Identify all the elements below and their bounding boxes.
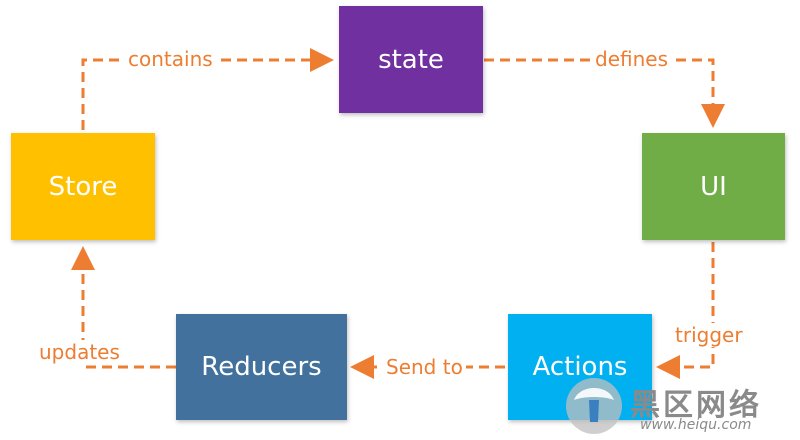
node-store: Store xyxy=(11,133,155,240)
edge-label-updates: updates xyxy=(36,340,123,364)
watermark-text: 黑区网络 xyxy=(630,388,762,423)
node-state: state xyxy=(339,6,483,113)
node-reducers-label: Reducers xyxy=(201,352,322,382)
node-ui: UI xyxy=(642,133,785,240)
node-reducers: Reducers xyxy=(176,314,347,420)
edge-defines xyxy=(484,58,725,128)
node-state-label: state xyxy=(378,44,444,75)
edge-trigger xyxy=(656,242,715,379)
watermark: 黑区网络 www.heiqu.com xyxy=(560,372,800,440)
watermark-url: www.heiqu.com xyxy=(640,417,752,433)
edge-updates xyxy=(71,246,176,369)
node-actions-label: Actions xyxy=(532,352,628,382)
edge-label-defines: defines xyxy=(592,47,671,71)
edge-label-trigger: trigger xyxy=(672,323,746,347)
edge-label-contains: contains xyxy=(125,47,216,71)
mushroom-logo-icon xyxy=(566,378,622,434)
edge-label-send-to: Send to xyxy=(383,355,466,379)
node-ui-label: UI xyxy=(700,171,727,202)
edge-contains xyxy=(81,48,334,130)
node-store-label: Store xyxy=(48,171,118,202)
